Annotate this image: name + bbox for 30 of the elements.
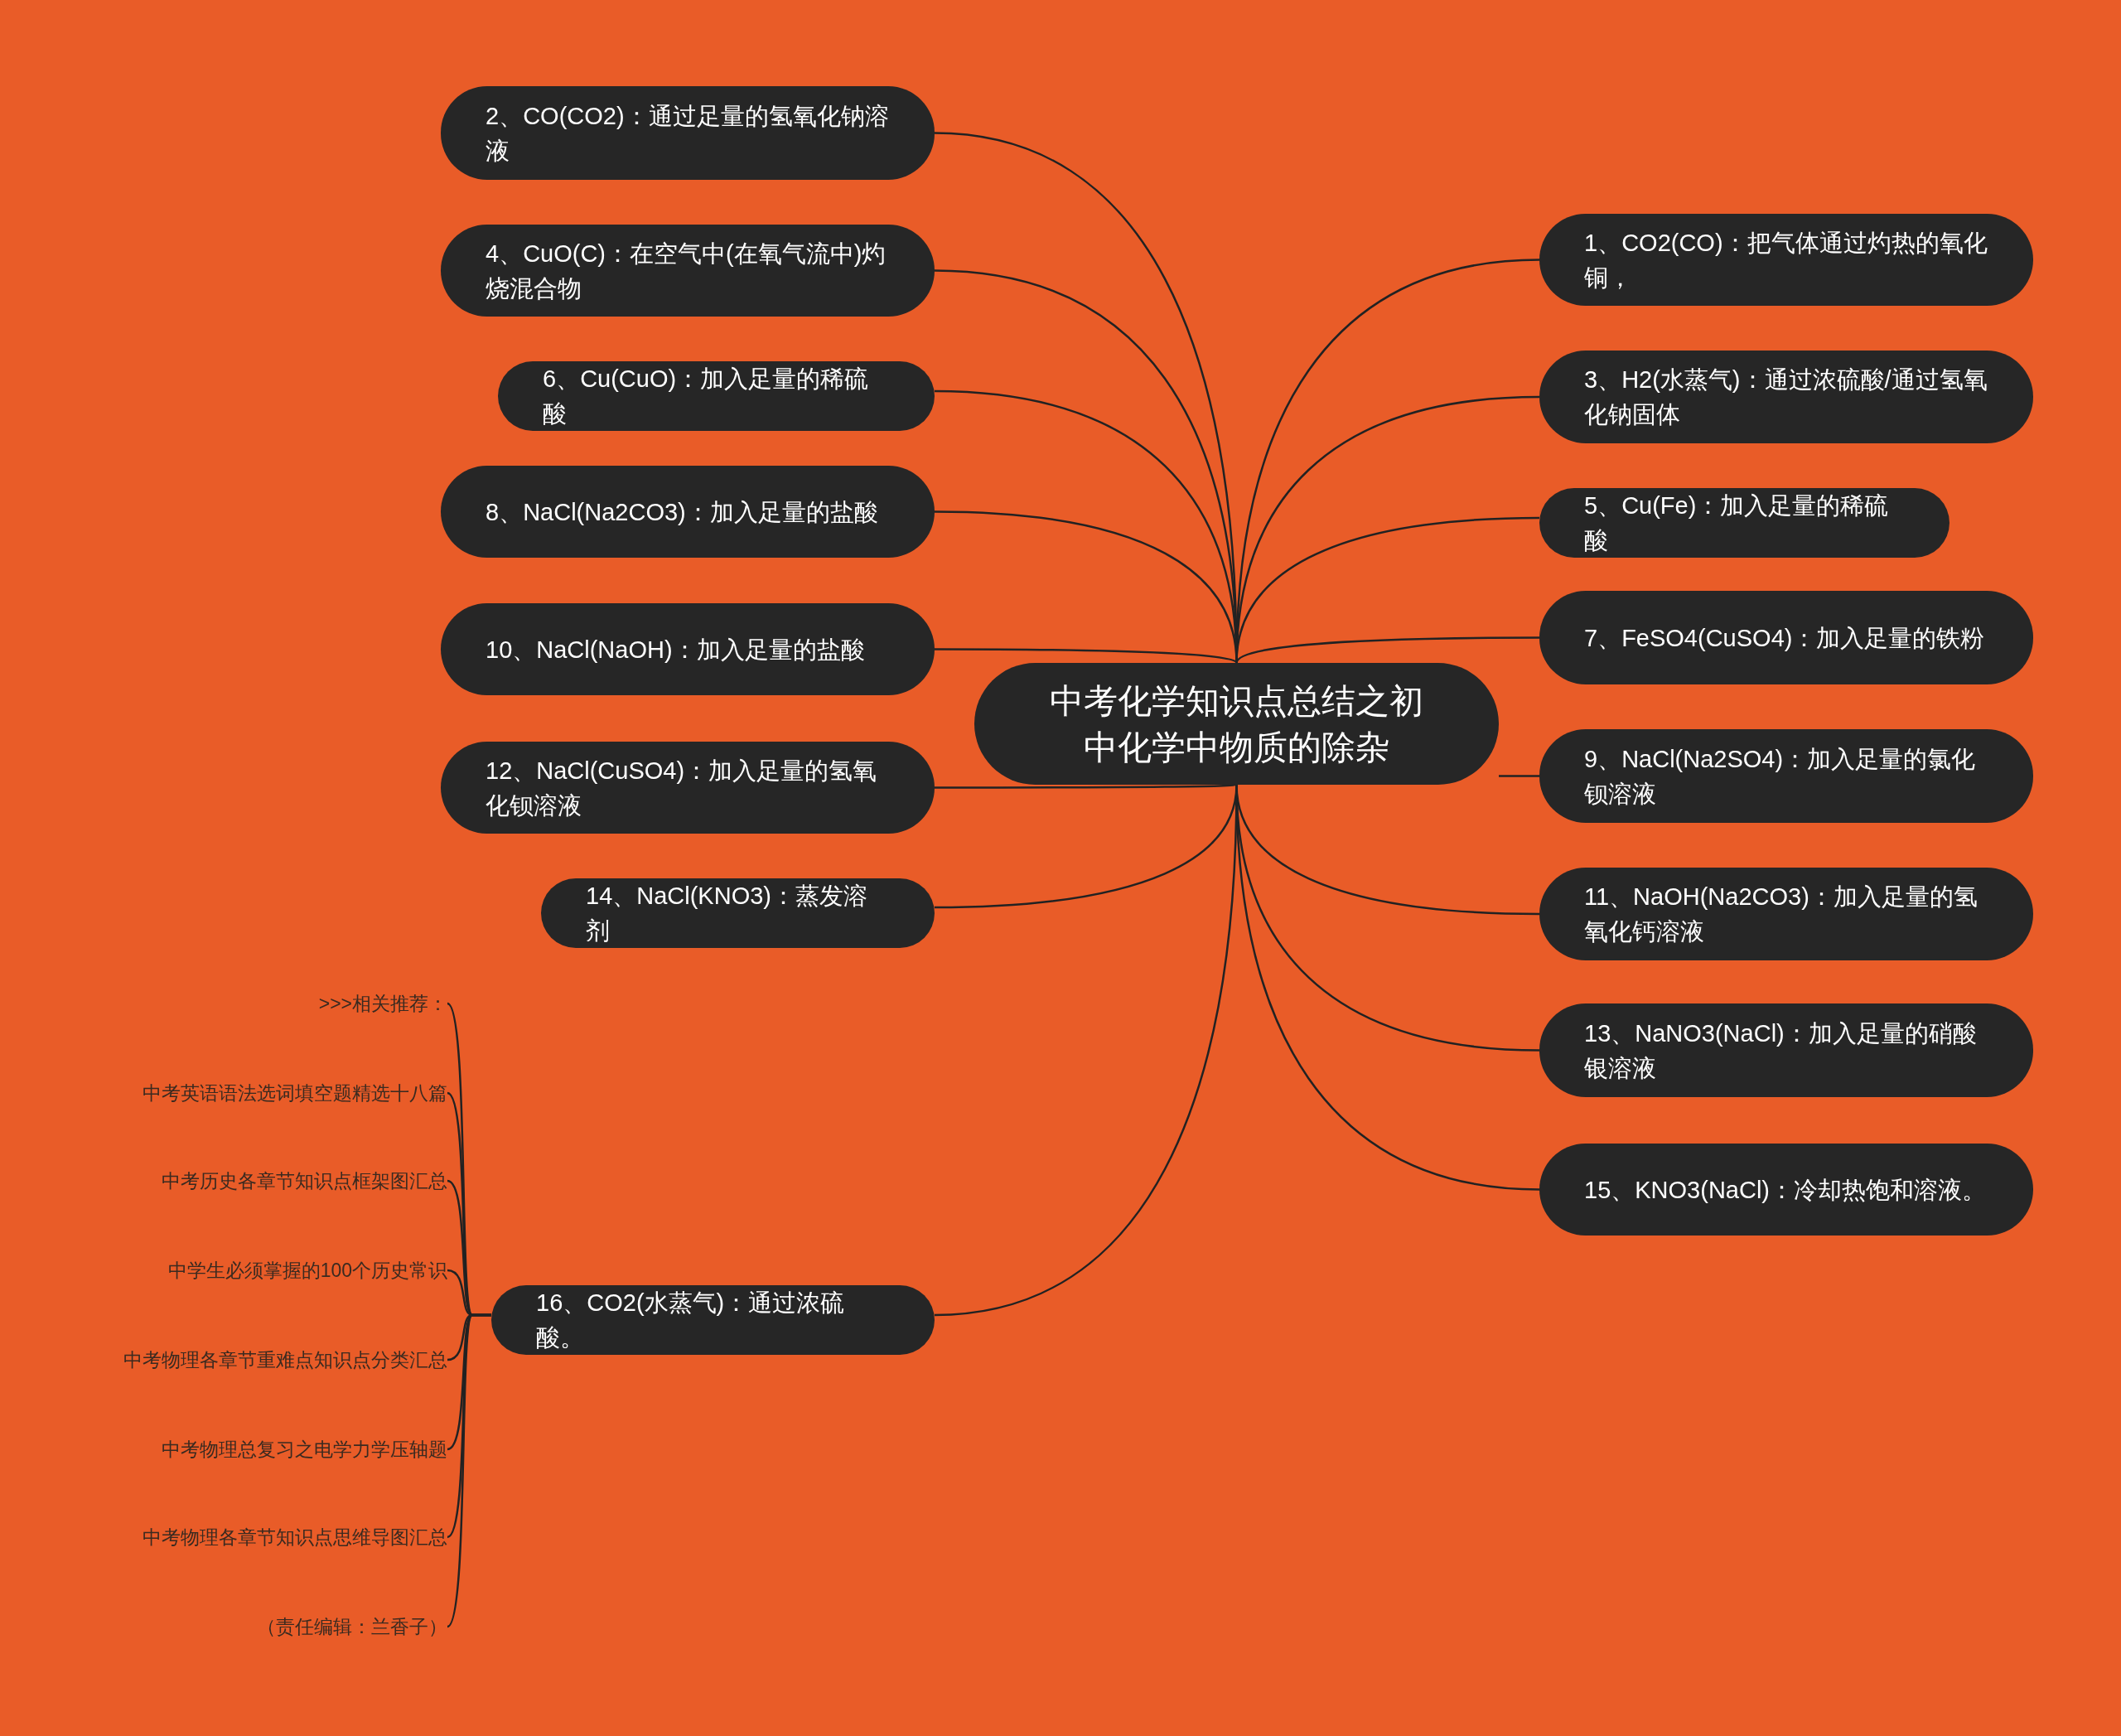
topic-node: 8、NaCl(Na2CO3)：加入足量的盐酸 bbox=[441, 466, 935, 558]
connector-line bbox=[1499, 775, 1539, 777]
topic-node: 9、NaCl(Na2SO4)：加入足量的氯化钡溶液 bbox=[1539, 729, 2033, 823]
recommendation-text: 中考英语语法选词填空题精选十八篇 bbox=[143, 1081, 447, 1105]
topic-node: 11、NaOH(Na2CO3)：加入足量的氢氧化钙溶液 bbox=[1539, 868, 2033, 960]
topic-node: 3、H2(水蒸气)：通过浓硫酸/通过氢氧化钠固体 bbox=[1539, 351, 2033, 443]
connector-line bbox=[447, 1313, 491, 1627]
recommendation-text: 中考物理总复习之电学力学压轴题 bbox=[162, 1437, 447, 1462]
topic-node: 16、CO2(水蒸气)：通过浓硫酸。 bbox=[491, 1285, 935, 1355]
recommendation-text: 中学生必须掌握的100个历史常识 bbox=[167, 1258, 447, 1283]
central-topic: 中考化学知识点总结之初中化学中物质的除杂 bbox=[974, 663, 1499, 785]
recommendation-text: >>>相关推荐： bbox=[318, 991, 447, 1016]
topic-node: 14、NaCl(KNO3)：蒸发溶剂 bbox=[541, 878, 935, 948]
topic-node: 4、CuO(C)：在空气中(在氧气流中)灼烧混合物 bbox=[441, 225, 935, 317]
topic-node: 12、NaCl(CuSO4)：加入足量的氢氧化钡溶液 bbox=[441, 742, 935, 834]
topic-node: 7、FeSO4(CuSO4)：加入足量的铁粉 bbox=[1539, 591, 2033, 684]
topic-node: 5、Cu(Fe)：加入足量的稀硫酸 bbox=[1539, 488, 1949, 558]
connector-line bbox=[935, 783, 1237, 789]
connector-line bbox=[935, 648, 1238, 664]
topic-node: 6、Cu(CuO)：加入足量的稀硫酸 bbox=[498, 361, 935, 431]
topic-node: 2、CO(CO2)：通过足量的氢氧化钠溶液 bbox=[441, 86, 935, 180]
topic-node: 15、KNO3(NaCl)：冷却热饱和溶液。 bbox=[1539, 1144, 2033, 1236]
recommendation-text: 中考物理各章节知识点思维导图汇总 bbox=[143, 1525, 447, 1550]
recommendation-text: 中考物理各章节重难点知识点分类汇总 bbox=[123, 1347, 447, 1372]
connector-line bbox=[1235, 636, 1539, 664]
topic-node: 1、CO2(CO)：把气体通过灼热的氧化铜， bbox=[1539, 214, 2033, 306]
recommendation-text: （责任编辑：兰香子） bbox=[257, 1614, 447, 1639]
topic-node: 10、NaCl(NaOH)：加入足量的盐酸 bbox=[441, 603, 935, 695]
recommendation-text: 中考历史各章节知识点框架图汇总 bbox=[162, 1168, 447, 1193]
topic-node: 13、NaNO3(NaCl)：加入足量的硝酸银溶液 bbox=[1539, 1003, 2033, 1097]
